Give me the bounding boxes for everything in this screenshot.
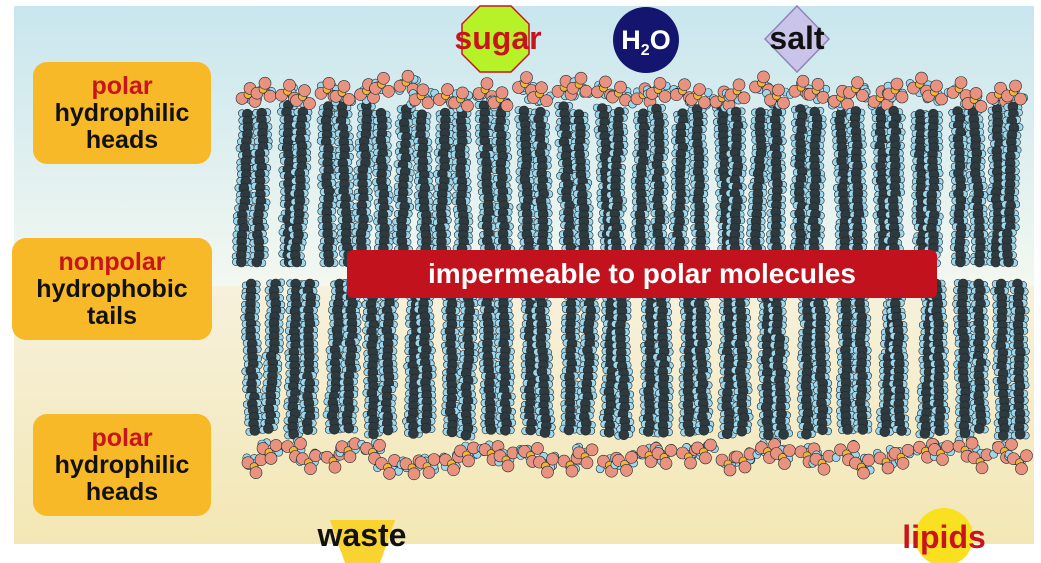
label-bottom-polar-heads: polar hydrophilic heads [33,414,211,516]
water-o: O [649,25,671,55]
waste-label: waste [317,517,407,553]
impermeable-banner: impermeable to polar molecules [347,250,937,298]
label-bottom-line2: heads [85,477,159,506]
salt-label: salt [769,20,825,56]
label-top-line2: heads [85,125,159,154]
label-top-line1: hydrophilic [54,98,190,127]
label-middle-nonpolar-tails: nonpolar hydrophobic tails [12,238,212,340]
label-middle-keyword: nonpolar [58,247,166,276]
label-top-keyword: polar [91,71,153,100]
sugar-label: sugar [454,20,542,56]
water-subscript: 2 [640,42,650,59]
label-bottom-keyword: polar [91,423,153,452]
label-middle-line1: hydrophobic [36,274,188,303]
label-middle-line2: tails [86,301,138,330]
water-label: H2O [606,20,686,71]
label-top-polar-heads: polar hydrophilic heads [33,62,211,164]
lipids-label: lipids [902,519,986,555]
water-h: H [621,25,641,55]
label-bottom-line1: hydrophilic [54,450,190,479]
